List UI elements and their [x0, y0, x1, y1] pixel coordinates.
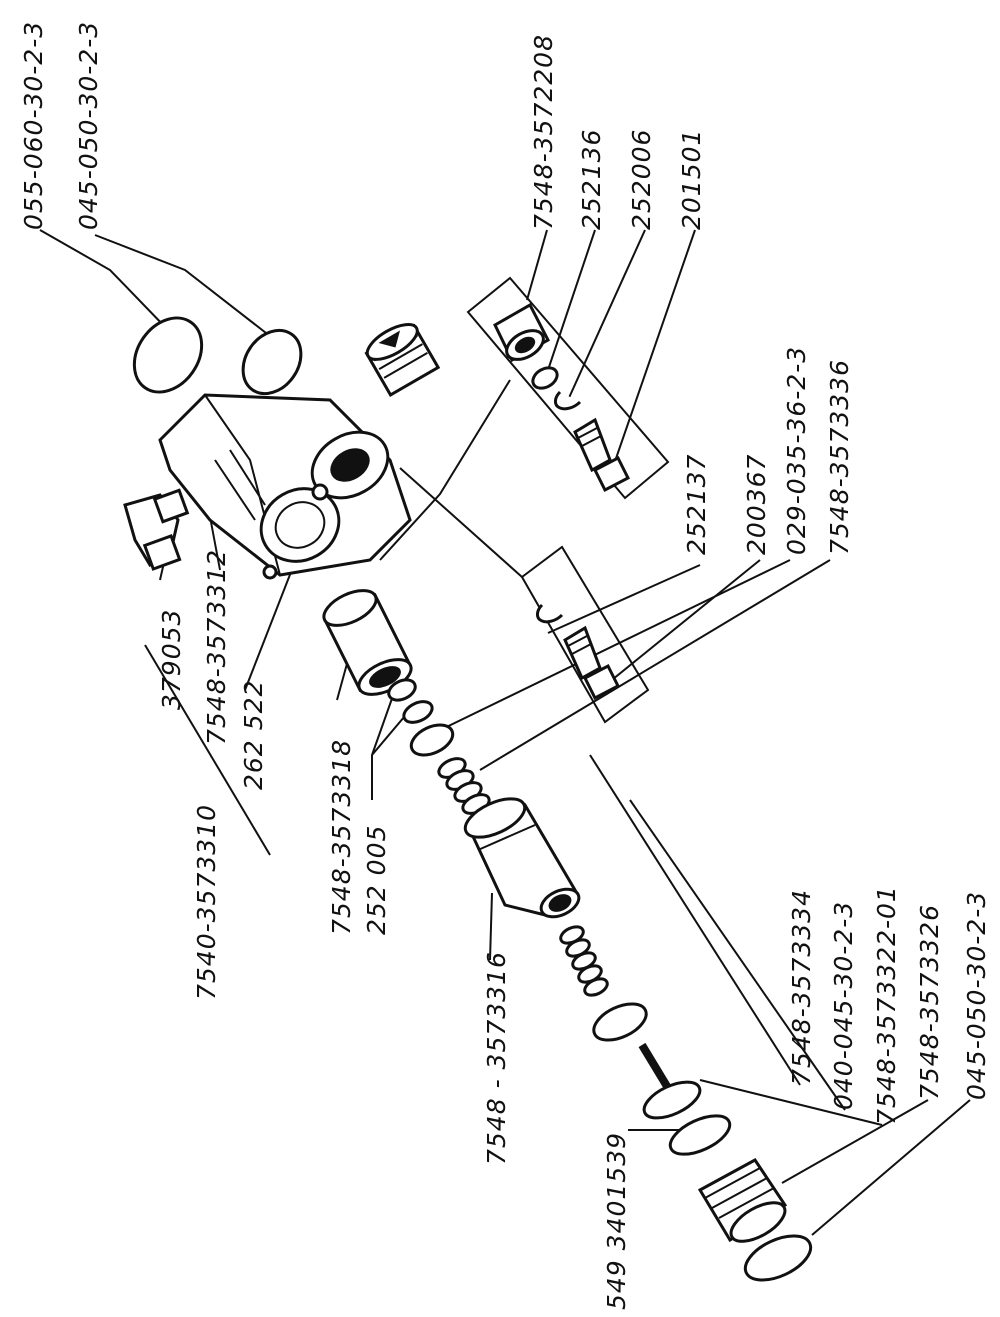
plug-part	[364, 323, 441, 397]
small-ring-b	[402, 700, 434, 724]
threaded-cap-7548-3573326	[697, 1158, 788, 1243]
label-200367: 200367	[742, 454, 771, 555]
label-549-3401539: 549 3401539	[602, 1132, 631, 1310]
o-ring-040-045	[592, 1002, 648, 1042]
label-7548-3573336: 7548-3573336	[825, 359, 854, 555]
valve-housing	[158, 393, 412, 580]
elbow-fitting	[123, 488, 190, 571]
label-252137: 252137	[682, 454, 711, 555]
label-045-050-30-2-3-top: 045-050-30-2-3	[74, 21, 103, 230]
label-7548-3573316: 7548 - 3573316	[482, 951, 511, 1165]
o-ring-055-060	[132, 316, 204, 394]
o-ring-029-035	[409, 723, 455, 757]
label-029-035-36-2-3: 029-035-36-2-3	[782, 346, 811, 555]
spring-washer-252137	[535, 603, 564, 624]
valve-stem-7548-3573322-01	[638, 1042, 702, 1120]
nut-7548-3572208	[493, 302, 550, 363]
callout-box-upper	[379, 276, 670, 561]
label-055-060-30-2-3: 055-060-30-2-3	[19, 21, 48, 230]
label-040-045-30-2-3: 040-045-30-2-3	[829, 901, 858, 1110]
label-201501: 201501	[677, 129, 706, 230]
snap-ring-549-3401539	[668, 1114, 732, 1156]
label-7548-3573326: 7548-3573326	[915, 904, 944, 1100]
label-7548-3572208: 7548-3572208	[529, 34, 558, 230]
label-7540-3573310: 7540-3573310	[192, 804, 221, 1000]
spring-7548-3573336	[437, 757, 491, 815]
bolt-201501	[573, 417, 631, 493]
label-7548-3573334: 7548-3573334	[787, 889, 816, 1085]
label-379053: 379053	[157, 609, 186, 710]
label-7548-3573318: 7548-3573318	[327, 739, 356, 935]
callout-box-lower	[399, 467, 650, 724]
label-7548-3573312: 7548-3573312	[202, 549, 231, 745]
label-252006: 252006	[627, 129, 656, 230]
valve-piston-7548-3573316	[463, 797, 581, 919]
label-045-050-30-2-3-bottom: 045-050-30-2-3	[962, 891, 991, 1100]
labels: 055-060-30-2-3 045-050-30-2-3 7548-35722…	[19, 21, 991, 1310]
spring-7548-3573334	[559, 925, 609, 997]
washer-252136	[531, 366, 559, 390]
o-ring-045-050-bottom	[743, 1234, 813, 1282]
bolt-200367	[563, 625, 621, 701]
o-ring-045-050-top	[241, 328, 303, 396]
label-252136: 252136	[577, 129, 606, 230]
spring-washer-252006	[553, 390, 582, 411]
label-7548-3573322-01: 7548-3573322-01	[872, 885, 901, 1125]
label-252-005: 252 005	[362, 825, 391, 935]
label-262-522: 262 522	[239, 680, 268, 790]
small-ring-a	[387, 678, 417, 702]
